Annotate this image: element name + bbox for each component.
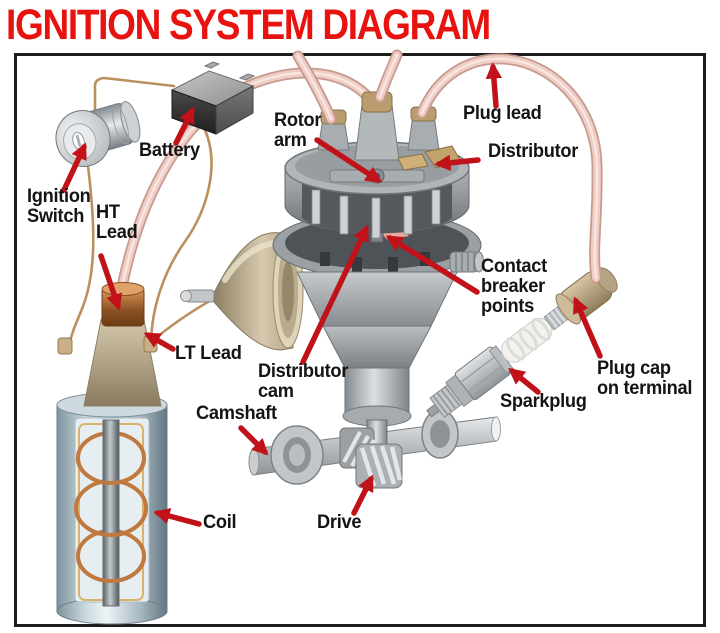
label-ignition-switch: Ignition Switch [27, 186, 91, 227]
label-plug-lead: Plug lead [463, 103, 542, 124]
label-drive: Drive [317, 512, 362, 533]
label-battery: Battery [139, 140, 200, 161]
label-sparkplug: Sparkplug [500, 391, 587, 412]
label-lt-lead: LT Lead [175, 343, 242, 364]
page-title: IGNITION SYSTEM DIAGRAM [6, 1, 491, 49]
label-coil: Coil [203, 512, 237, 533]
label-camshaft: Camshaft [196, 403, 277, 424]
diagram-frame [14, 53, 706, 627]
label-distributor: Distributor [488, 141, 579, 162]
label-distributor-cam: Distributor cam [258, 361, 349, 402]
label-plug-cap-on-terminal: Plug cap on terminal [597, 358, 693, 399]
label-ht-lead: HT Lead [96, 202, 138, 243]
label-contact-breaker-points: Contact breaker points [481, 256, 547, 317]
label-rotor-arm: Rotor arm [274, 110, 322, 151]
